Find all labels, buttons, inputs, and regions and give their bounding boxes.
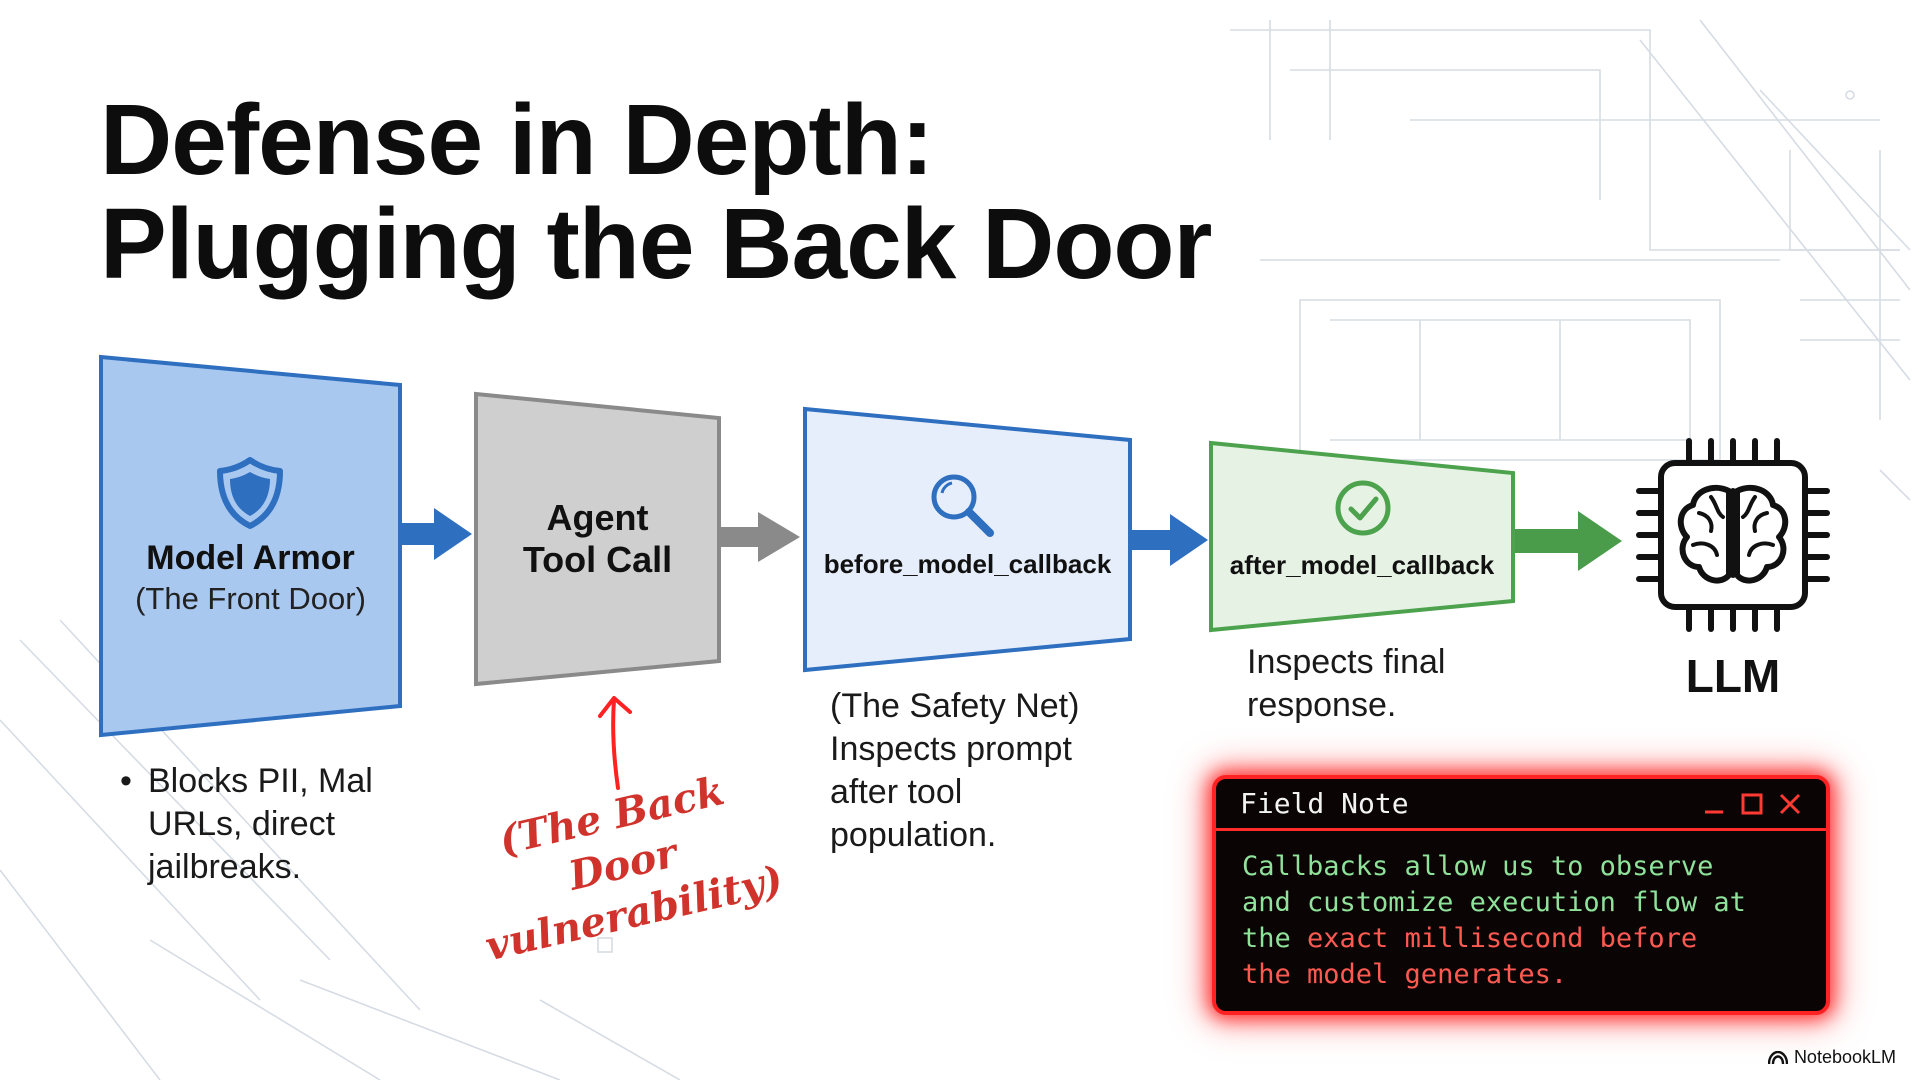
model-armor-subtitle: (The Front Door) <box>135 581 366 616</box>
title-line-1: Defense in Depth: <box>100 84 934 196</box>
model-armor-note-1: Blocks PII, Mal <box>148 762 373 800</box>
after-model-callback-label: after_model_callback <box>1229 550 1495 580</box>
agent-tool-call-label: Agent Tool Call <box>476 497 719 581</box>
model-armor-note-2: URLs, direct <box>148 805 336 843</box>
field-note-line-3: the exact millisecond before <box>1242 921 1800 957</box>
notebooklm-logo-icon <box>1767 1050 1788 1064</box>
after-note-2: response. <box>1247 686 1397 724</box>
model-armor-note-item: Blocks PII, Mal URLs, direct jailbreaks. <box>120 760 460 889</box>
before-model-callback-label: before_model_callback <box>823 549 1112 579</box>
magnifier-icon <box>931 474 994 537</box>
agent-tool-call-line-2: Tool Call <box>522 539 673 580</box>
shield-icon <box>217 457 283 529</box>
field-note-body: Callbacks allow us to observe and custom… <box>1216 831 1826 993</box>
window-controls <box>1702 792 1802 816</box>
after-note-1: Inspects final <box>1247 643 1446 681</box>
maximize-icon[interactable] <box>1740 792 1764 816</box>
after-callback-notes: Inspects final response. <box>1247 641 1567 727</box>
check-circle-icon <box>1335 480 1391 536</box>
field-note-window: Field Note Callbacks allow us to observe… <box>1212 775 1830 1015</box>
field-note-line-3-highlight: exact millisecond before <box>1307 923 1698 954</box>
model-armor-notes: Blocks PII, Mal URLs, direct jailbreaks. <box>120 760 460 889</box>
before-note-4: population. <box>830 816 997 854</box>
model-armor-title: Model Armor <box>146 539 355 577</box>
field-note-line-2: and customize execution flow at <box>1242 887 1746 918</box>
slide-title: Defense in Depth: Plugging the Back Door <box>100 88 1212 296</box>
model-armor-box <box>99 354 402 738</box>
arrow-armor-to-tool <box>402 508 472 560</box>
brand-label: NotebookLM <box>1793 1047 1896 1067</box>
agent-tool-call-line-1: Agent <box>546 497 649 538</box>
notebooklm-brand: NotebookLM <box>1767 1047 1896 1068</box>
before-note-1: (The Safety Net) <box>830 687 1080 725</box>
arrow-after-to-llm <box>1515 511 1622 571</box>
model-armor-note-3: jailbreaks. <box>148 848 302 886</box>
brain-chip-icon <box>1636 438 1830 632</box>
field-note-line-4: the model generates. <box>1242 959 1568 990</box>
back-door-arrow <box>598 696 632 790</box>
minimize-icon[interactable] <box>1702 792 1726 816</box>
arrow-tool-to-before <box>721 512 800 562</box>
llm-label: LLM <box>1685 650 1781 702</box>
before-callback-notes: (The Safety Net) Inspects prompt after t… <box>830 685 1160 857</box>
before-note-2: Inspects prompt <box>830 730 1072 768</box>
before-model-callback-box <box>803 406 1132 673</box>
agent-tool-call-box <box>474 391 721 687</box>
field-note-line-3-start: the <box>1242 923 1308 954</box>
arrow-before-to-after <box>1132 514 1208 566</box>
title-line-2: Plugging the Back Door <box>100 188 1212 300</box>
after-model-callback-box <box>1209 440 1515 633</box>
model-armor-label: Model Armor (The Front Door) <box>101 537 400 619</box>
field-note-line-1: Callbacks allow us to observe <box>1242 851 1714 882</box>
close-icon[interactable] <box>1778 792 1802 816</box>
field-note-title: Field Note <box>1240 787 1409 820</box>
field-note-titlebar: Field Note <box>1216 779 1826 831</box>
before-note-3: after tool <box>830 773 963 811</box>
